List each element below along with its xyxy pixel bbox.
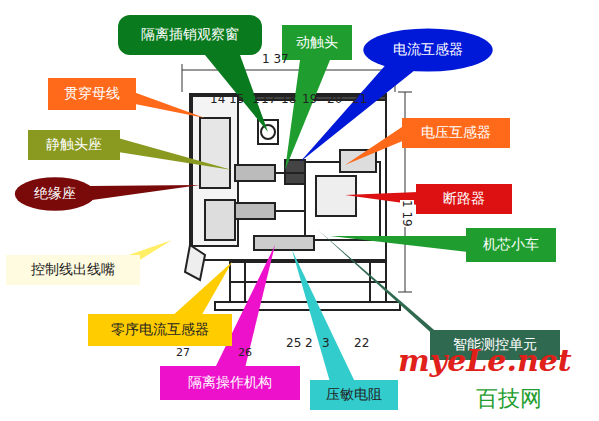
callout-ellipse: 绝缘座	[14, 177, 96, 211]
dimension: 1 37	[262, 52, 289, 66]
callout-text: 静触头座	[46, 136, 102, 154]
callout-box: 控制线出线嘴	[6, 255, 140, 285]
callout-text: 隔离插销观察窗	[141, 26, 239, 44]
callout-text: 绝缘座	[34, 185, 76, 203]
callout-text: 压敏电阻	[326, 386, 382, 404]
callout-number: 25	[286, 336, 301, 350]
callout-box: 贯穿母线	[48, 78, 136, 110]
callout-box: 静触头座	[28, 130, 120, 160]
callout-number: 18	[281, 92, 296, 106]
callout-box: 断路器	[416, 184, 512, 214]
callout-box: 隔离操作机构	[160, 366, 300, 400]
callout-text: 动触头	[296, 34, 338, 52]
callout-text: 机芯小车	[483, 236, 539, 254]
callout-text: 断路器	[443, 190, 485, 208]
watermark: myeLe.net	[398, 343, 572, 378]
callout-number: 22	[354, 336, 369, 350]
callout-text: 电压互感器	[421, 124, 491, 142]
callout-box: 电压互感器	[402, 118, 510, 148]
callout-box: 零序电流互感器	[88, 314, 232, 346]
callout-box: 动触头	[282, 25, 352, 60]
callout-text: 电流互感器	[393, 41, 463, 59]
callout-number: 27	[176, 346, 190, 359]
callout-number: 14	[210, 92, 225, 106]
callout-text: 零序电流互感器	[111, 321, 209, 339]
callout-number: 26	[238, 346, 252, 359]
callout-number: 17	[261, 92, 276, 106]
callout-number: 3	[322, 336, 330, 350]
watermark: 百技网	[476, 384, 542, 414]
callout-number: 20	[327, 92, 342, 106]
callout-number: 19	[302, 92, 317, 106]
callout-box: 压敏电阻	[310, 380, 398, 410]
dimension: 1 19	[400, 200, 414, 227]
callout-text: 隔离操作机构	[188, 374, 272, 392]
callout-number: 21	[352, 92, 367, 106]
callout-number: 15	[229, 92, 244, 106]
callout-box: 隔离插销观察窗	[118, 15, 262, 55]
callout-text: 贯穿母线	[64, 85, 120, 103]
callout-number: 2	[305, 336, 313, 350]
callout-box: 机芯小车	[466, 228, 556, 262]
callout-number: 1	[252, 92, 260, 106]
callout-ellipse: 电流互感器	[362, 28, 494, 72]
callout-text: 控制线出线嘴	[31, 261, 115, 279]
